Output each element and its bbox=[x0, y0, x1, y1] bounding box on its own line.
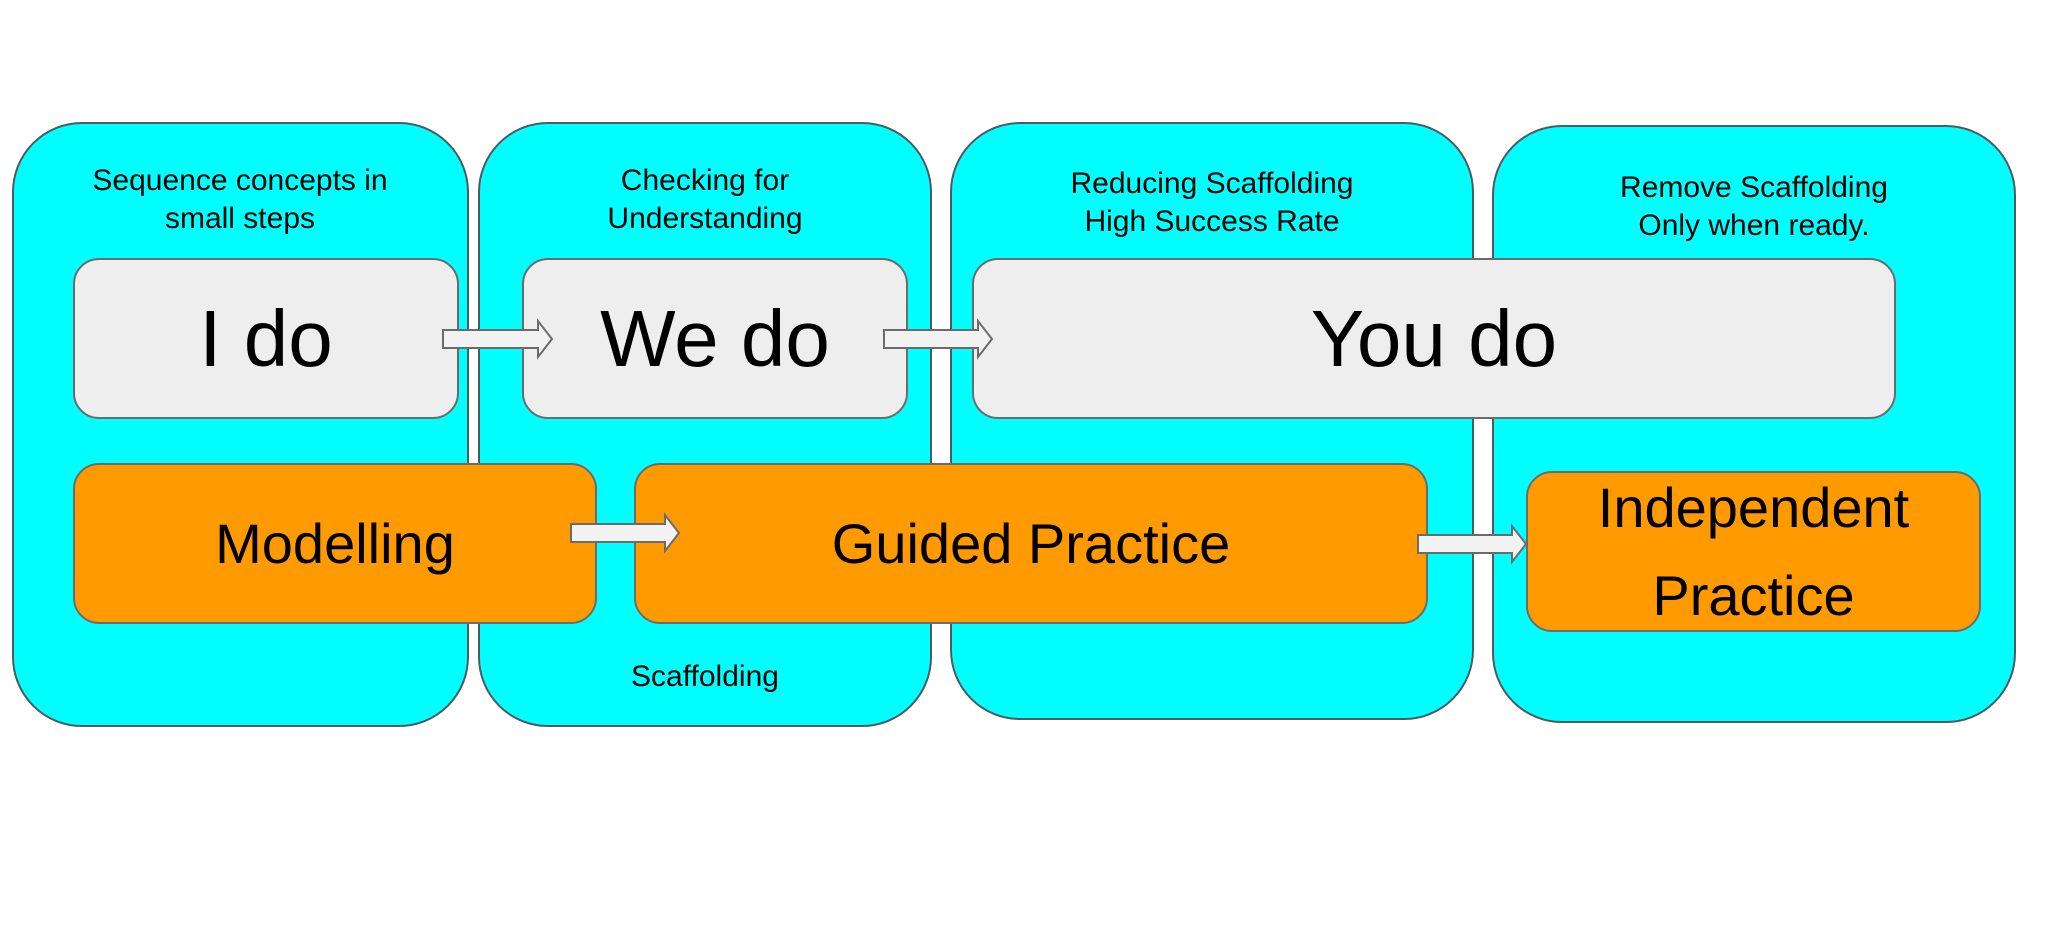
i-do-box: I do bbox=[73, 258, 459, 419]
you-do-box: You do bbox=[972, 258, 1896, 419]
column-2-heading: Checking for Understanding bbox=[607, 164, 803, 235]
column-1 bbox=[12, 122, 469, 727]
guided-practice-box: Guided Practice bbox=[634, 463, 1428, 624]
column-1-heading: Sequence concepts in small steps bbox=[92, 164, 388, 235]
column-2 bbox=[478, 122, 932, 727]
scaffolding-label: Scaffolding bbox=[631, 660, 779, 693]
column-4-heading: Remove Scaffolding Only when ready. bbox=[1620, 171, 1888, 242]
modelling-box: Modelling bbox=[73, 463, 597, 624]
independent-practice-box: Independent Practice bbox=[1526, 471, 1981, 632]
column-3-heading: Reducing Scaffolding High Success Rate bbox=[1070, 167, 1354, 238]
we-do-box: We do bbox=[522, 258, 908, 419]
